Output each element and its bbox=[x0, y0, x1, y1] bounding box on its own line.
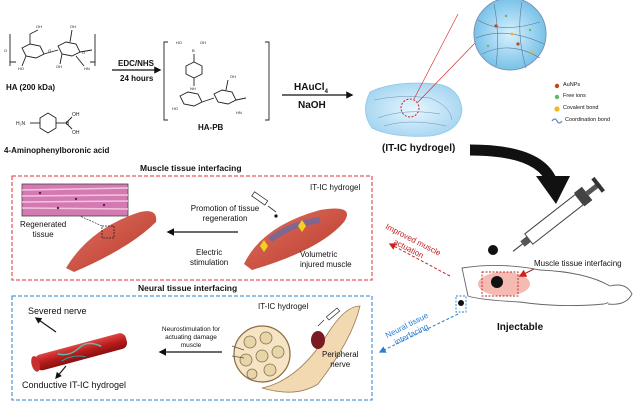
step1-reagent: EDC/NHS bbox=[118, 59, 155, 68]
electric-label: Electric stimulation bbox=[190, 248, 228, 268]
svg-text:OH: OH bbox=[200, 40, 206, 45]
peripheral-line2: nerve bbox=[330, 360, 351, 369]
muscle-pointer-arrow bbox=[518, 268, 535, 277]
volumetric-line2: injured muscle bbox=[300, 260, 352, 269]
injured-muscle bbox=[244, 208, 347, 270]
step2-reagent-sub: 4 bbox=[324, 89, 328, 95]
legend-aunps-label: AuNPs bbox=[563, 82, 581, 88]
svg-text:OH: OH bbox=[70, 24, 76, 29]
legend-coordination-marker bbox=[551, 118, 563, 124]
svg-text:OH: OH bbox=[56, 64, 62, 69]
ha-label: HA (200 kDa) bbox=[6, 83, 56, 92]
neurostim-line1: Neurostimulation for bbox=[161, 326, 221, 333]
hapb-structure bbox=[163, 41, 270, 121]
muscle-hydrogel-label: IT-IC hydrogel bbox=[310, 183, 361, 192]
muscle-interfacing-label: Muscle tissue interfacing bbox=[534, 259, 622, 268]
injectable-label: Injectable bbox=[497, 322, 544, 333]
svg-text:B: B bbox=[192, 48, 195, 53]
svg-text:OH: OH bbox=[36, 24, 42, 29]
injection-drop bbox=[488, 245, 498, 255]
apba-structure bbox=[30, 112, 73, 134]
volumetric-label: Volumetric injured muscle bbox=[300, 250, 352, 270]
electric-line1: Electric bbox=[196, 248, 223, 257]
neural-panel-border bbox=[11, 295, 373, 401]
step2-base: NaOH bbox=[298, 100, 326, 111]
product-label: (IT-IC hydrogel) bbox=[382, 143, 456, 154]
step2-reagent: HAuCl4 bbox=[294, 82, 328, 95]
regenerated-line1: Regenerated bbox=[20, 220, 67, 229]
svg-text:OH: OH bbox=[230, 74, 236, 79]
syringe-icon-small bbox=[251, 191, 278, 218]
svg-text:HN: HN bbox=[84, 66, 90, 71]
svg-text:OH: OH bbox=[72, 130, 80, 136]
legend-coordination-label: Coordination bond bbox=[565, 117, 610, 123]
hapb-label: HA-PB bbox=[198, 123, 224, 132]
syringe-icon-large bbox=[512, 176, 605, 252]
arm-illustration bbox=[455, 264, 633, 313]
peripheral-line1: Peripheral bbox=[322, 350, 359, 359]
regenerated-tissue-inset bbox=[21, 183, 129, 217]
svg-text:O: O bbox=[82, 50, 85, 55]
hapb-atom-labels: HO OH B NH HO OH HN bbox=[172, 40, 242, 115]
muscle-panel-title: Muscle tissue interfacing bbox=[140, 163, 242, 173]
svg-text:O: O bbox=[4, 48, 7, 53]
legend-covalent-marker bbox=[554, 106, 560, 112]
electric-bolt-icon bbox=[260, 240, 268, 252]
ha-atom-labels: O OH OH O O HO OH HN bbox=[4, 24, 90, 71]
neural-panel-title: Neural tissue interfacing bbox=[138, 283, 238, 293]
curved-arrow-head bbox=[536, 176, 570, 204]
muscle-panel-border bbox=[11, 175, 373, 281]
svg-text:HO: HO bbox=[172, 106, 178, 111]
svg-text:H₂N: H₂N bbox=[16, 121, 26, 127]
ha-structure bbox=[9, 29, 96, 67]
improved-muscle-arrow bbox=[388, 243, 451, 277]
neurostim-line2: actuating damage bbox=[165, 334, 217, 341]
svg-text:B: B bbox=[66, 121, 70, 127]
neurostim-label: Neurostimulation for actuating damage mu… bbox=[150, 326, 232, 350]
neural-hydrogel-label: IT-IC hydrogel bbox=[258, 302, 309, 311]
legend-markers bbox=[551, 83, 563, 124]
step1-time: 24 hours bbox=[120, 74, 154, 83]
severed-arrow bbox=[34, 317, 57, 333]
svg-text:HO: HO bbox=[18, 66, 24, 71]
promotion-line1: Promotion of tissue bbox=[190, 204, 260, 213]
svg-text:OH: OH bbox=[72, 112, 80, 118]
conductive-arrow bbox=[55, 365, 67, 380]
promotion-line2: regeneration bbox=[202, 214, 248, 223]
electric-line2: stimulation bbox=[190, 258, 229, 267]
volumetric-line1: Volumetric bbox=[300, 250, 338, 259]
peripheral-label: Peripheral nerve bbox=[322, 350, 358, 370]
nerve-cross-section bbox=[231, 305, 361, 393]
legend-ions-label: Free ions bbox=[563, 93, 586, 99]
severed-label: Severed nerve bbox=[28, 306, 87, 316]
svg-text:HO: HO bbox=[176, 40, 182, 45]
syringe-icon-neural bbox=[317, 307, 341, 327]
apba-label: 4-Aminophenylboronic acid bbox=[4, 146, 110, 155]
conductive-label: Conductive IT-IC hydrogel bbox=[22, 380, 127, 390]
svg-text:NH: NH bbox=[190, 86, 196, 91]
legend-ions-marker bbox=[554, 94, 560, 100]
curved-arrow bbox=[469, 144, 558, 185]
regenerated-label: Regenerated tissue bbox=[20, 220, 66, 240]
svg-text:HN: HN bbox=[236, 110, 242, 115]
regenerated-line2: tissue bbox=[32, 230, 54, 239]
conductive-tube bbox=[31, 333, 128, 372]
hydrogel-block bbox=[365, 13, 477, 137]
promotion-label: Promotion of tissue regeneration bbox=[180, 204, 270, 224]
apba-atom-labels: H₂N B OH OH bbox=[16, 112, 80, 136]
step2-reagent-text: HAuCl bbox=[294, 82, 325, 93]
regenerated-muscle bbox=[66, 211, 157, 272]
network-zoom bbox=[473, 0, 547, 71]
legend-covalent-label: Covalent bond bbox=[563, 105, 599, 111]
svg-text:O: O bbox=[48, 48, 51, 53]
neural-interfacing-arrow bbox=[378, 313, 459, 353]
neurostim-line3: muscle bbox=[180, 342, 202, 349]
legend-aunps-marker bbox=[554, 83, 560, 89]
